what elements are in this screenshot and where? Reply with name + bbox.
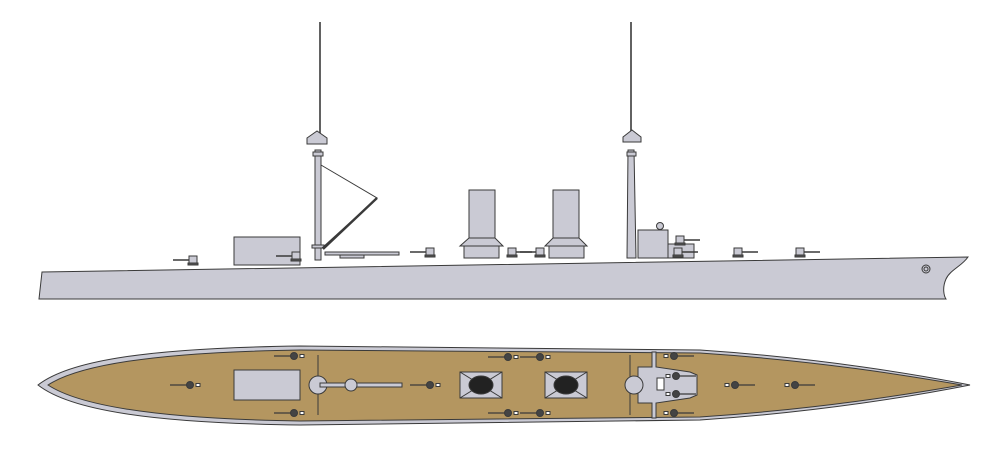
compass-platform [656,377,665,391]
hull-side [38,256,969,300]
boat-plan [319,382,403,388]
aft-funnel-casing [463,245,500,259]
deck-gun [520,409,551,417]
searchlight [656,222,664,230]
side-gun [276,251,302,262]
aft-deckhouse [233,236,301,266]
main-mast-platform [622,129,642,143]
deck-gun [170,381,201,389]
deck-surface [47,349,963,422]
deck-gun [784,381,815,389]
deck-gun [488,409,519,417]
deck-gun [520,353,551,361]
aft-funnel-base [458,237,505,247]
fore-mast [314,149,322,261]
aft-deckhouse-plan [233,369,301,401]
fore-funnel-opening [553,375,579,395]
anchor-hawse [921,264,931,274]
side-gun [410,247,436,258]
fore-funnel [552,189,580,239]
fore-mast-platform [306,130,328,145]
deck-gun [665,390,696,398]
main-mast-plan [624,375,644,395]
bridge [637,229,669,259]
side-gun [732,247,758,258]
deck-plan [37,345,971,426]
derrick-boom-2 [322,197,378,250]
main-mast [626,149,637,259]
side-gun [672,247,698,258]
boat-cradle [339,254,365,259]
deck-gun [274,409,305,417]
main-mast-band [626,151,637,157]
fore-funnel-base [543,237,589,247]
deck-gun [663,352,694,360]
fore-mast-band [312,151,324,157]
deck-gun [410,381,441,389]
deck-gun [488,353,519,361]
deck-gun [663,409,694,417]
side-gun [173,255,199,266]
boat-cradle-plan [344,378,358,392]
deck-gun [665,372,696,380]
aft-funnel [468,189,496,239]
aft-funnel-opening [468,375,494,395]
side-gun [520,247,546,258]
side-gun [794,247,820,258]
bridge-plan [637,351,698,419]
deck-gun [274,352,305,360]
fore-funnel-casing [548,245,585,259]
side-profile [38,22,969,300]
side-gun [674,235,700,246]
deck-gun [724,381,755,389]
anchor-hawse-inner [923,266,929,272]
